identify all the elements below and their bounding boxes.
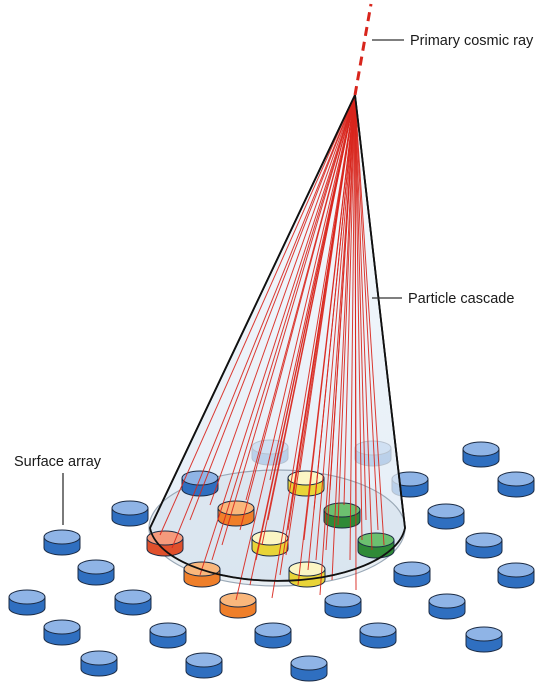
detector-blue-18 — [497, 562, 535, 589]
particle-track-1 — [159, 94, 356, 536]
particle-track-30 — [354, 94, 373, 551]
particle-track-6 — [221, 94, 356, 546]
detector-blue-34 — [290, 655, 328, 682]
surface-array-label: Surface array — [14, 454, 102, 470]
particle-track-29 — [354, 94, 367, 521]
particle-cascade-label: Particle cascade — [408, 291, 514, 307]
particle-track-26 — [349, 94, 356, 561]
detector-blue-23 — [114, 589, 152, 616]
detector-blue-17 — [77, 559, 115, 586]
particle-track-2 — [171, 94, 356, 549]
detector-blue-32 — [80, 650, 118, 677]
particle-track-3 — [189, 94, 356, 521]
detector-blue-9 — [427, 503, 465, 530]
particle-track-37 — [245, 94, 356, 501]
particle-track-39 — [315, 94, 356, 561]
detector-blue-1 — [462, 441, 500, 468]
detector-blue-25 — [324, 592, 362, 619]
particle-track-33 — [269, 94, 356, 481]
primary-cosmic-ray-label: Primary cosmic ray — [410, 33, 534, 49]
detector-blue-29 — [254, 622, 292, 649]
particle-track-13 — [271, 94, 356, 599]
particle-track-36 — [209, 94, 356, 506]
detector-yellow-20 — [288, 561, 326, 588]
cone-outline — [149, 91, 406, 582]
particle-track-21 — [319, 94, 356, 596]
detector-blue-22 — [8, 589, 46, 616]
detector-blue-8 — [111, 500, 149, 527]
particle-track-20 — [313, 94, 356, 511]
particle-track-38 — [287, 94, 356, 531]
particle-track-31 — [354, 94, 379, 531]
detector-green-11 — [323, 502, 361, 529]
particle-track-40 — [354, 94, 357, 511]
particle-track-18 — [303, 94, 356, 541]
detector-blue-21 — [393, 561, 431, 588]
front-detector-layer — [8, 500, 535, 682]
detector-blue-13 — [465, 532, 503, 559]
primary-ray-line — [353, 3, 373, 96]
particle-track-12 — [267, 94, 356, 521]
particle-track-32 — [354, 94, 385, 546]
detector-green-16 — [357, 532, 395, 559]
detector-blue-30 — [359, 622, 397, 649]
detector-blue-26 — [428, 593, 466, 620]
particle-track-4 — [199, 94, 356, 576]
particle-track-7 — [235, 94, 356, 601]
detector-blue-31 — [465, 626, 503, 653]
particle-track-23 — [331, 94, 356, 581]
particle-track-35 — [329, 94, 356, 491]
detector-blue-6 — [497, 471, 535, 498]
particle-track-25 — [343, 94, 356, 506]
particle-track-5 — [211, 94, 356, 561]
detector-blue-33 — [185, 652, 223, 679]
detector-blue-28 — [149, 622, 187, 649]
particle-track-24 — [337, 94, 356, 526]
detector-blue-27 — [43, 619, 81, 646]
detector-blue-12 — [43, 529, 81, 556]
particle-track-28 — [354, 94, 363, 541]
particle-tracks — [159, 94, 385, 601]
detector-orange-24 — [219, 592, 257, 619]
detector-blue-4 — [181, 470, 219, 497]
